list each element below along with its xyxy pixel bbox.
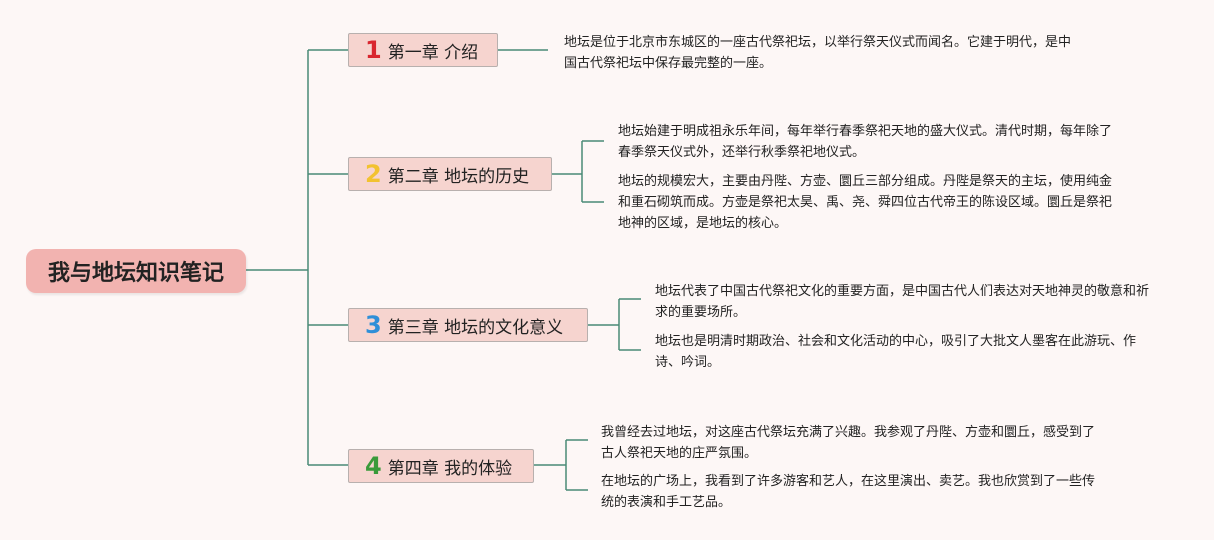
chapter-3-node[interactable]: 3 第三章 地坛的文化意义	[348, 308, 588, 342]
chapter-2-note-2: 地坛的规模宏大，主要由丹陛、方壶、圜丘三部分组成。丹陛是祭天的主坛，使用纯金和重…	[618, 174, 1113, 231]
chapter-4-note-1: 我曾经去过地坛，对这座古代祭坛充满了兴趣。我参观了丹陛、方壶和圜丘，感受到了古人…	[601, 425, 1096, 461]
chapter-4-node[interactable]: 4 第四章 我的体验	[348, 449, 534, 483]
chapter-1-node[interactable]: 1 第一章 介绍	[348, 33, 498, 67]
chapter-2-note-1: 地坛始建于明成祖永乐年间，每年举行春季祭祀天地的盛大仪式。清代时期，每年除了春季…	[618, 124, 1113, 160]
chapter-2-number: 2	[365, 160, 382, 188]
chapter-2-title: 第二章 地坛的历史	[387, 166, 530, 187]
chapter-4-note-2: 在地坛的广场上，我看到了许多游客和艺人，在这里演出、卖艺。我也欣赏到了一些传统的…	[601, 474, 1096, 510]
chapter-3-title: 第三章 地坛的文化意义	[387, 317, 564, 338]
chapter-3-note-1: 地坛代表了中国古代祭祀文化的重要方面，是中国古代人们表达对天地神灵的敬意和祈求的…	[655, 284, 1150, 320]
chapter-2-node[interactable]: 2 第二章 地坛的历史	[348, 157, 552, 191]
chapter-4-title: 第四章 我的体验	[387, 458, 513, 479]
chapter-4-number: 4	[365, 452, 382, 480]
root-topic[interactable]: 我与地坛知识笔记	[26, 249, 246, 293]
chapter-1-note-1: 地坛是位于北京市东城区的一座古代祭祀坛，以举行祭天仪式而闻名。它建于明代，是中国…	[564, 35, 1072, 71]
chapter-1-number: 1	[365, 36, 382, 64]
chapter-3-note-2: 地坛也是明清时期政治、社会和文化活动的中心，吸引了大批文人墨客在此游玩、作诗、吟…	[655, 334, 1137, 370]
chapter-1-title: 第一章 介绍	[387, 42, 479, 63]
root-title: 我与地坛知识笔记	[47, 261, 224, 286]
chapter-3-number: 3	[365, 311, 382, 339]
